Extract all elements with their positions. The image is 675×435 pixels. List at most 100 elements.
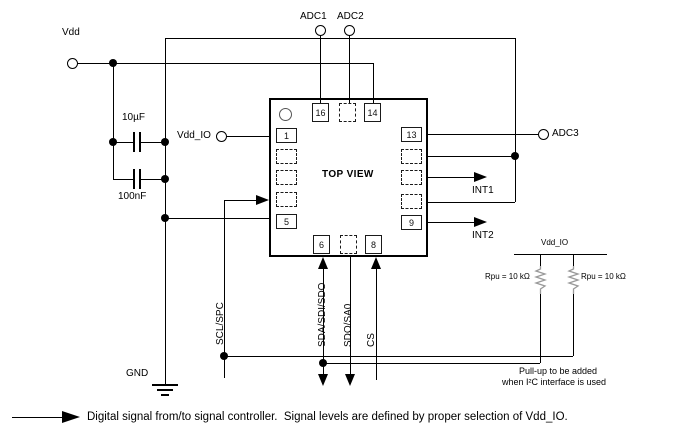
cap2-plate-left: [133, 169, 135, 189]
scl-to-pin4-wire: [224, 200, 257, 202]
junction-dot: [109, 59, 117, 67]
junction-dot: [109, 138, 117, 146]
pullup-right-bottom-lead: [573, 294, 575, 356]
scl-bottom-rail-wire: [224, 356, 573, 358]
pullup-vdd-io-rail: [514, 254, 607, 256]
legend-arrow-icon: [62, 411, 80, 423]
gnd-symbol-icon: [157, 389, 173, 391]
pin1-number: 1: [283, 130, 289, 141]
pin13-number: 13: [406, 129, 417, 140]
junction-dot: [319, 359, 327, 367]
junction-dot: [161, 214, 169, 222]
pullup-left-top-lead: [540, 254, 542, 266]
adc1-label: ADC1: [300, 11, 327, 22]
cap1-left-lead: [113, 142, 133, 144]
int1-label: INT1: [472, 185, 494, 196]
sda-down-arrow-icon: [318, 374, 328, 386]
pullup-right-top-lead: [573, 254, 575, 266]
pad-6: 6: [313, 235, 330, 254]
pad-13: 13: [401, 127, 422, 142]
pad-7: [340, 235, 357, 254]
adc1-wire: [320, 35, 322, 103]
junction-dot: [511, 152, 519, 160]
pullup-note-line2: when I²C interface is used: [502, 377, 607, 387]
sda-sdi-sdo-label: SDA/SDI/SDO: [317, 282, 328, 347]
cap1-plate-left: [133, 132, 135, 152]
adc2-label: ADC2: [337, 11, 364, 22]
junction-dot: [220, 352, 228, 360]
junction-dot: [161, 175, 169, 183]
scl-spc-label: SCL/SPC: [215, 302, 226, 345]
adc3-label: ADC3: [552, 128, 579, 139]
gnd-top-rail-wire: [165, 38, 515, 40]
cs-vertical-wire: [376, 266, 378, 380]
pullup-left-bottom-lead: [540, 294, 542, 363]
rpu-right-label: Rpu = 10 kΩ: [581, 272, 626, 281]
cs-up-arrow-icon: [371, 257, 381, 269]
vdd-rail-wire: [77, 63, 373, 65]
cap1-plate-right: [139, 132, 141, 152]
scl-vertical-wire: [224, 200, 226, 378]
pad-5: 5: [276, 214, 297, 229]
pad-14: 14: [364, 103, 381, 122]
pad-16: 16: [312, 103, 329, 122]
int1-wire: [428, 177, 476, 179]
pad-3: [276, 170, 297, 185]
vdd-io-label: Vdd_IO: [177, 130, 211, 141]
int2-label: INT2: [472, 230, 494, 241]
adc3-wire: [428, 134, 538, 136]
pin12-gnd-wire: [428, 156, 515, 158]
cs-label: CS: [366, 333, 377, 347]
legend-text: Digital signal from/to signal controller…: [87, 411, 568, 423]
vdd-io-wire: [226, 136, 269, 138]
sdo-sa0-label: SDO/SA0: [343, 303, 354, 347]
pad-1: 1: [276, 128, 297, 143]
sda-vertical-wire: [323, 266, 325, 376]
int1-arrow-icon: [474, 172, 487, 182]
legend-arrow-line: [12, 417, 64, 419]
int2-wire: [428, 222, 476, 224]
cap1-value-label: 10µF: [122, 112, 145, 123]
cap1-right-lead: [141, 142, 165, 144]
cap2-value-label: 100nF: [118, 191, 147, 202]
vdd-io-terminal-icon: [215, 130, 227, 142]
adc2-terminal-icon: [343, 24, 355, 36]
int2-arrow-icon: [474, 217, 487, 227]
gnd-label: GND: [126, 368, 149, 379]
pin10-gnd-wire: [428, 202, 515, 204]
pad-4: [276, 192, 297, 207]
gnd-to-pin5-wire: [165, 218, 269, 220]
resistor-left-icon: [534, 266, 547, 294]
cap2-left-lead: [113, 179, 133, 181]
cap2-plate-right: [139, 169, 141, 189]
sdo-down-arrow-icon: [345, 374, 355, 386]
scl-into-chip-arrow-icon: [256, 195, 269, 205]
adc3-terminal-icon: [537, 128, 549, 140]
gnd-symbol-icon: [152, 384, 178, 386]
pad-9: 9: [401, 215, 422, 230]
chip-top-view-label: TOP VIEW: [322, 169, 374, 180]
pin16-number: 16: [315, 107, 326, 118]
vdd-label: Vdd: [62, 27, 80, 38]
gnd-vertical-wire: [165, 38, 167, 385]
cap2-right-lead: [141, 179, 165, 181]
sdo-vertical-wire: [350, 257, 352, 376]
pin6-number: 6: [318, 239, 324, 250]
pad-11: [401, 170, 422, 185]
pin14-number: 14: [367, 107, 378, 118]
junction-dot: [161, 138, 169, 146]
gnd-right-vertical-wire: [515, 38, 517, 202]
adc2-wire: [349, 35, 351, 103]
pad-15: [339, 103, 356, 122]
sda-bottom-rail-wire: [323, 363, 540, 365]
vdd-terminal-icon: [66, 57, 78, 69]
pin9-number: 9: [408, 217, 414, 228]
pin8-number: 8: [370, 239, 376, 250]
vdd-to-pin14-wire: [373, 63, 375, 103]
pad-12: [401, 149, 422, 164]
resistor-right-icon: [567, 266, 580, 294]
pin1-orientation-mark-icon: [279, 108, 292, 121]
vdd-cap-branch-wire: [113, 63, 115, 179]
gnd-symbol-icon: [161, 394, 169, 396]
